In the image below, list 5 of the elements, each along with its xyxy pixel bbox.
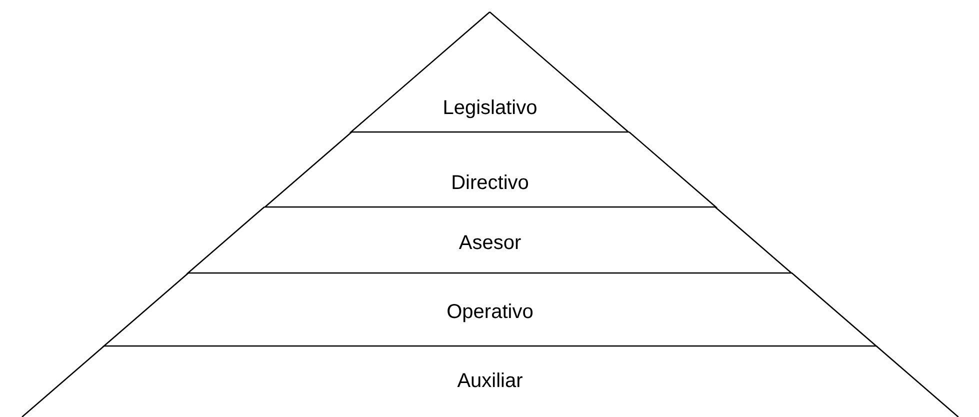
tier-label: Auxiliar [457,369,523,394]
tier-label: Operativo [446,300,534,325]
tier-label: Asesor [458,231,522,256]
tier-label: Legislativo [442,96,538,121]
tier-label: Directivo [451,171,529,196]
